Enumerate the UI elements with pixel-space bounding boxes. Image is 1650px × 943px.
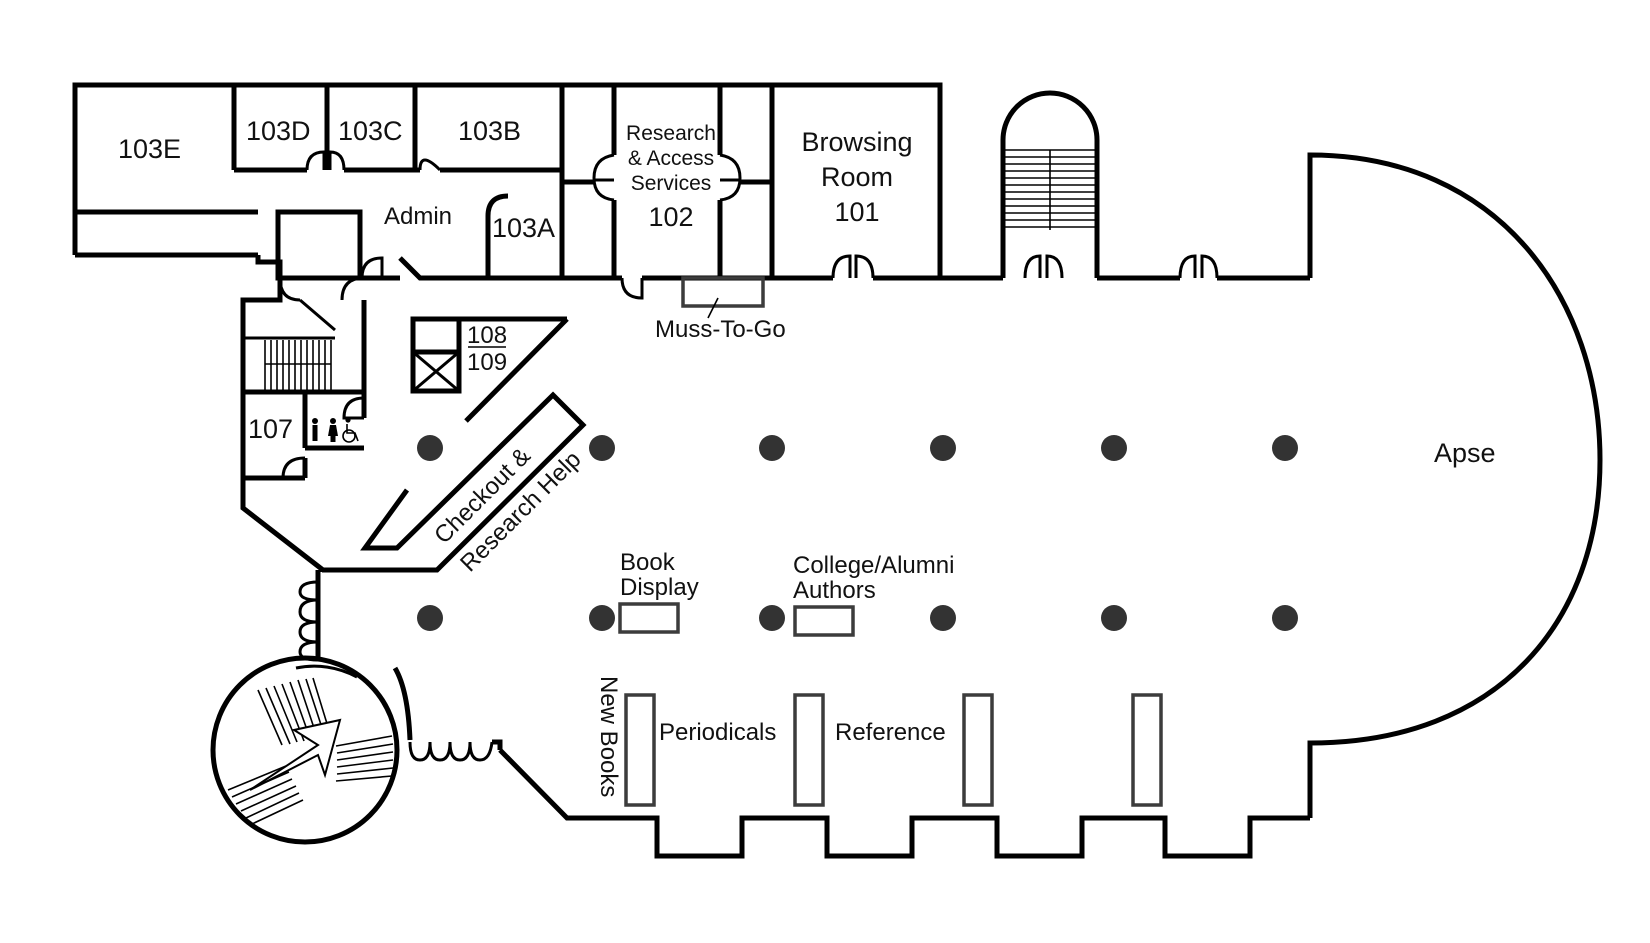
book-display-label-line2: Display [620,574,699,601]
room-102-label: 102 [648,202,693,232]
browsing-room-label-line2: Room [821,162,893,192]
book-display-table [618,602,680,634]
column [1272,605,1298,631]
column [1101,605,1127,631]
reference-label: Reference [835,719,946,746]
shelf [1131,693,1163,807]
checkout-desk [319,391,587,573]
new-books-shelf [624,693,656,807]
room-103b-label: 103B [458,116,521,146]
research-label-line2: & Access [628,147,714,170]
room-101-label: 101 [834,197,879,227]
left-core [240,276,367,572]
college-authors-label-line2: Authors [793,577,876,604]
room-103e-label: 103E [118,134,181,164]
periodicals-label: Periodicals [659,719,776,746]
restroom-icon [312,418,338,442]
periodicals-shelf [793,693,825,807]
research-label-line3: Services [631,172,712,195]
spiral-stair [210,570,503,845]
stair-tower [940,90,1310,281]
college-authors-label-line1: College/Alumni [793,552,954,579]
room-108-label: 108 [467,322,507,349]
furniture [618,602,1163,807]
column [589,605,615,631]
book-display-label-line1: Book [620,549,676,576]
column [759,605,785,631]
bottom-wall [498,748,1310,859]
wheelchair-icon [342,417,359,443]
column [417,605,443,631]
stairs-icon [264,340,332,390]
room-107-label: 107 [248,414,293,444]
admin-label: Admin [384,203,452,230]
research-label-line1: Research [626,122,716,145]
new-books-label: New Books [595,676,622,797]
apse-label: Apse [1434,438,1496,468]
muss-to-go-counter [681,276,765,319]
elevator-icon [412,350,460,393]
authors-display-table [793,605,855,637]
column [1101,435,1127,461]
reference-shelf [962,693,994,807]
column [930,435,956,461]
column [1272,435,1298,461]
stairs-icon [1005,149,1095,230]
browsing-room-label-line1: Browsing [801,127,912,157]
apse [1307,152,1603,818]
elevator-block [410,316,569,423]
column [589,435,615,461]
room-103a-label: 103A [492,213,555,243]
column [417,435,443,461]
muss-to-go-label: Muss-To-Go [655,316,786,343]
column [930,605,956,631]
columns [417,435,1298,631]
room-103c-label: 103C [338,116,403,146]
column [759,435,785,461]
room-103d-label: 103D [246,116,311,146]
room-109-label: 109 [467,349,507,376]
